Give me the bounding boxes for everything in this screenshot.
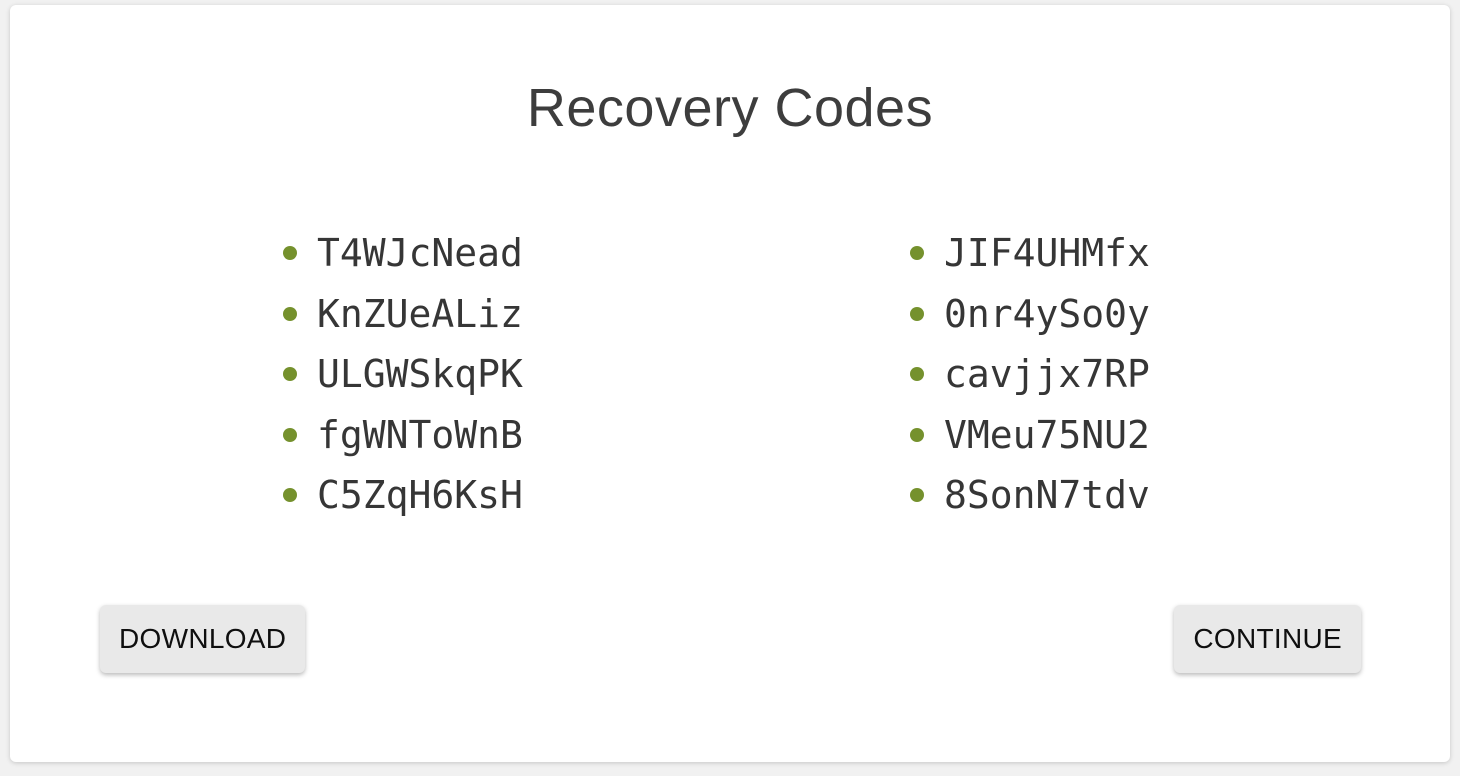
download-button[interactable]: DOWNLOAD: [100, 605, 306, 673]
recovery-code: VMeu75NU2: [944, 412, 1150, 457]
bullet-icon: [910, 488, 924, 503]
recovery-code-item: ULGWSkqPK: [283, 344, 523, 405]
recovery-code: ULGWSkqPK: [317, 352, 523, 397]
recovery-code-item: 8SonN7tdv: [910, 465, 1150, 526]
recovery-code-item: fgWNToWnB: [283, 405, 523, 466]
bullet-icon: [283, 367, 297, 382]
continue-button[interactable]: CONTINUE: [1174, 605, 1361, 673]
recovery-code: JIF4UHMfx: [944, 231, 1150, 276]
bullet-icon: [910, 367, 924, 382]
recovery-code: cavjjx7RP: [944, 352, 1150, 397]
recovery-code: C5ZqH6KsH: [317, 473, 523, 518]
recovery-code-item: T4WJcNead: [283, 223, 523, 284]
recovery-code-item: JIF4UHMfx: [910, 223, 1150, 284]
recovery-code-item: 0nr4ySo0y: [910, 284, 1150, 345]
page-title: Recovery Codes: [526, 78, 934, 138]
bullet-icon: [283, 427, 297, 442]
recovery-code: 8SonN7tdv: [944, 473, 1150, 518]
bullet-icon: [910, 306, 924, 321]
recovery-code: T4WJcNead: [317, 231, 523, 276]
recovery-code-item: cavjjx7RP: [910, 344, 1150, 405]
recovery-code: fgWNToWnB: [317, 412, 523, 457]
recovery-codes-card: Recovery Codes T4WJcNead KnZUeALiz ULGWS…: [10, 5, 1450, 762]
recovery-code-item: KnZUeALiz: [283, 284, 523, 345]
recovery-code: KnZUeALiz: [317, 291, 523, 336]
recovery-codes-list-right: JIF4UHMfx 0nr4ySo0y cavjjx7RP VMeu75NU2: [910, 223, 1150, 526]
bullet-icon: [283, 488, 297, 503]
bullet-icon: [910, 246, 924, 261]
footer-actions: DOWNLOAD CONTINUE: [100, 605, 1361, 673]
recovery-code-item: C5ZqH6KsH: [283, 465, 523, 526]
bullet-icon: [910, 427, 924, 442]
recovery-code-item: VMeu75NU2: [910, 405, 1150, 466]
bullet-icon: [283, 306, 297, 321]
recovery-code: 0nr4ySo0y: [944, 291, 1150, 336]
recovery-codes-list-left: T4WJcNead KnZUeALiz ULGWSkqPK fgWNToWnB: [283, 223, 523, 526]
bullet-icon: [283, 246, 297, 261]
recovery-codes-section: T4WJcNead KnZUeALiz ULGWSkqPK fgWNToWnB: [10, 223, 1450, 528]
